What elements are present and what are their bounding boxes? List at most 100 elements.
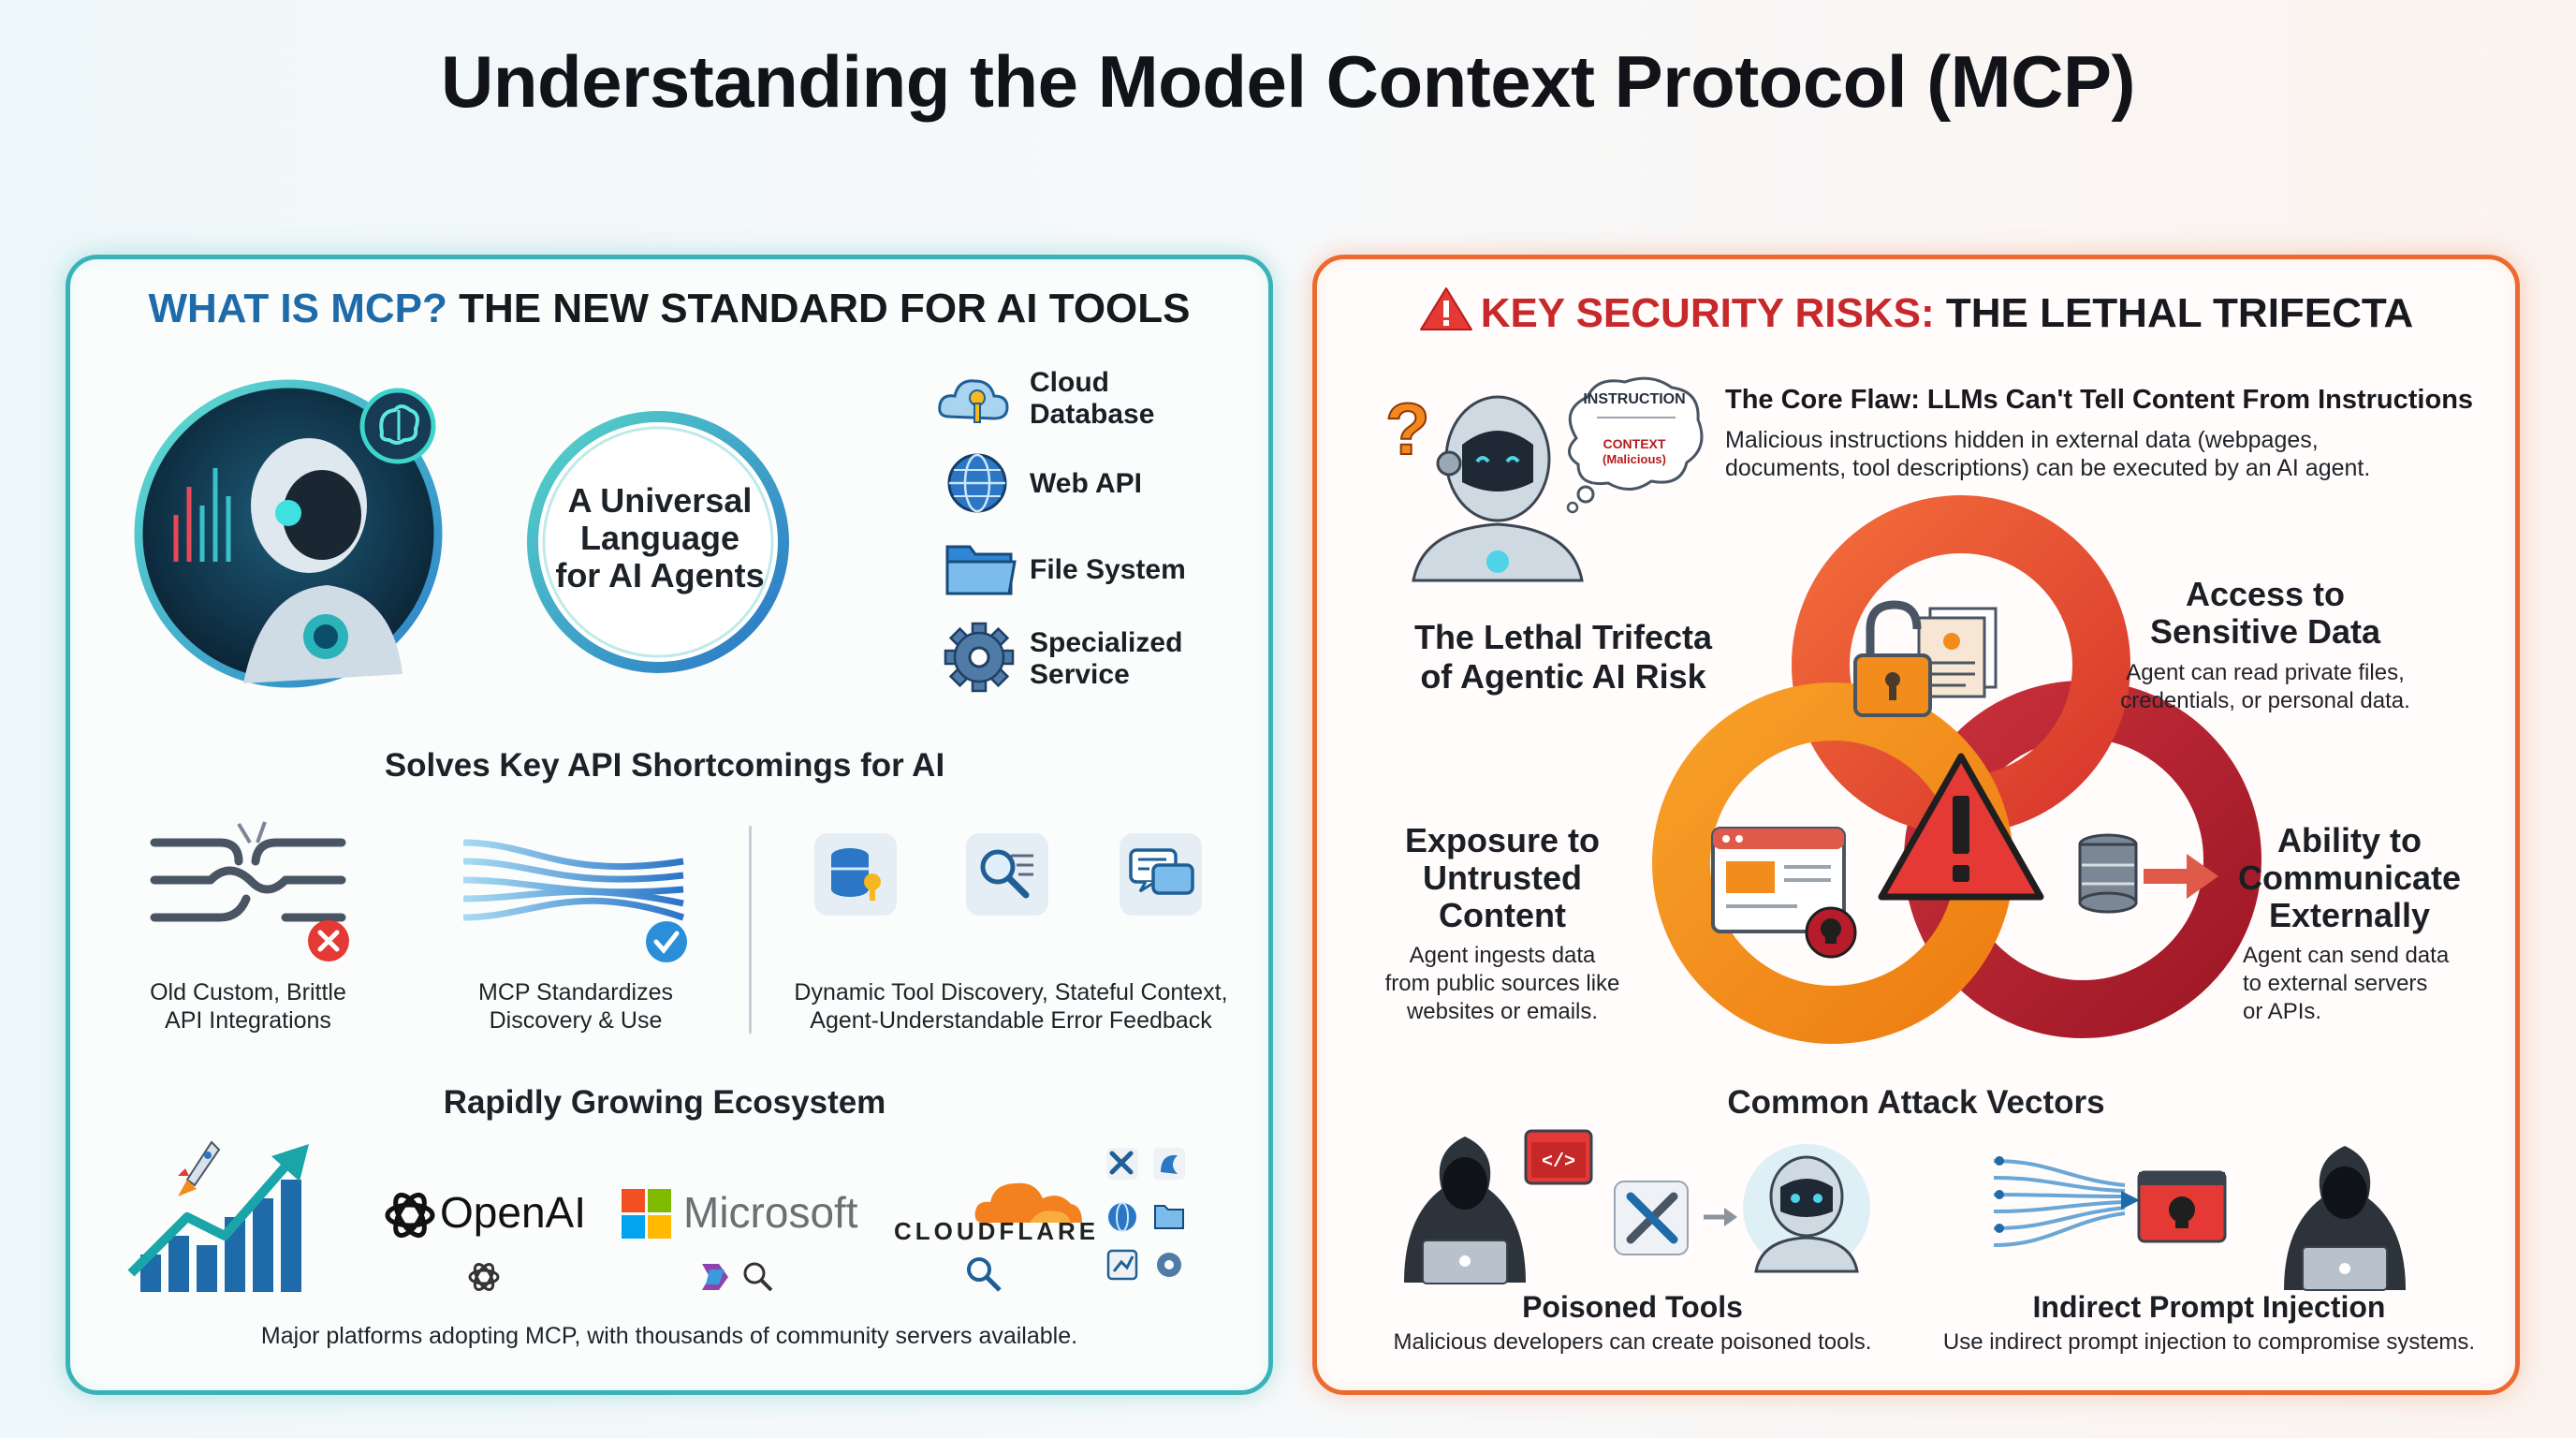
communicate-text-line: or APIs. [2243,999,2322,1024]
hacker-icon [2284,1146,2406,1291]
communicate-text-line: to external servers [2243,971,2428,996]
data-stream-icon [1993,1159,2126,1247]
thought-bubble [1566,376,1704,514]
universal-language-hub [527,411,789,673]
code-window-icon: </> [1524,1129,1593,1185]
service-label-line: File System [1030,554,1186,585]
exposure-text-line: from public sources like [1384,971,1620,996]
target-robot-icon [1743,1144,1870,1273]
service-label-line: Cloud [1030,367,1109,398]
lethal-trifecta-diagram [1652,495,2261,1044]
shortcoming-mcp-caption: MCP Standardizes Discovery & Use [440,978,711,1034]
access-text-line: credentials, or personal data. [2120,688,2410,713]
svg-text:?: ? [1385,388,1430,470]
openai-logo-icon [385,1193,435,1238]
access-title-line: Sensitive Data [2149,612,2381,651]
service-cloud-database-label: Cloud Database [1030,367,1154,431]
trifecta-label-line: of Agentic AI Risk [1420,657,1706,696]
core-flaw-line: documents, tool descriptions) can be exe… [1725,455,2371,481]
core-flaw-line: Malicious instructions hidden in externa… [1725,427,2319,453]
microsoft-logo-text: Microsoft [683,1188,858,1237]
folder-icon [945,545,1017,595]
ecosystem-caption: Major platforms adopting MCP, with thous… [260,1323,1078,1349]
caption-line: MCP Standardizes [478,979,673,1005]
poisoned-tools-text: Malicious developers can create poisoned… [1393,1329,1872,1355]
service-file-system-label: File System [1030,554,1186,586]
access-text-line: Agent can read private files, [2126,660,2405,685]
openai-small-icon [468,1263,500,1291]
robot-illustration [134,379,443,688]
brain-icon [359,388,436,464]
hub-text-line: Language [579,519,739,557]
left-heading-rest: THE NEW STANDARD FOR AI TOOLS [459,286,1191,331]
openai-logo-text: OpenAI [440,1188,586,1237]
padlock-files-icon [1853,600,1998,717]
right-panel-heading: KEY SECURITY RISKS: THE LETHAL TRIFECTA [1312,286,2520,337]
globe-icon [947,453,1007,513]
core-flaw-text: Malicious instructions hidden in externa… [1725,426,2370,482]
search-document-icon [966,833,1048,916]
bubble-context: CONTEXT [1603,436,1666,451]
broken-integrations-icon [150,821,349,961]
service-label-line: Database [1030,399,1155,430]
communicate-externally-text: Agent can send data to external servers … [2243,942,2477,1026]
caption-line: Discovery & Use [489,1007,663,1034]
svg-text:</>: </> [1542,1152,1575,1173]
cloudflare-logo-text: CLOUDFLARE [894,1217,1100,1245]
shortcoming-features-caption: Dynamic Tool Discovery, Stateful Context… [749,978,1273,1034]
prompt-injection-title: Indirect Prompt Injection [2032,1290,2386,1324]
caption-line: Agent-Understandable Error Feedback [810,1007,1212,1034]
caption-line: API Integrations [165,1007,331,1034]
poisoned-tools-title: Poisoned Tools [1522,1290,1743,1324]
microsoft-logo-icon [622,1189,671,1239]
communicate-title-line: Communicate [2237,858,2462,897]
core-flaw-title: The Core Flaw: LLMs Can't Tell Content F… [1725,385,2474,415]
warning-icon [1419,287,1472,330]
caption-line: Dynamic Tool Discovery, Stateful Context… [794,979,1228,1005]
access-sensitive-data-title: Access to Sensitive Data [2078,576,2452,651]
attack-vectors-heading: Common Attack Vectors [1727,1084,2105,1121]
cloudflare-logo-icon [974,1182,1082,1223]
growth-chart-icon [127,1140,309,1292]
poisoned-tools-illustration: </> [1404,1129,1870,1284]
database-key-icon [814,833,897,916]
ecosystem-heading: Rapidly Growing Ecosystem [443,1084,886,1121]
prompt-injection-illustration [1993,1146,2406,1291]
bubble-malicious: (Malicious) [1603,452,1666,466]
exposure-untrusted-title: Exposure to Untrusted Content [1329,822,1676,934]
service-label-line: Specialized [1030,627,1183,658]
bubble-instruction: INSTRUCTION [1583,391,1686,407]
service-label-line: Web API [1030,468,1143,499]
service-label-line: Service [1030,659,1130,690]
chat-feedback-icon [1120,833,1202,916]
exposure-title-line: Untrusted [1423,858,1582,897]
communicate-externally-title: Ability to Communicate Externally [2209,822,2490,934]
standardized-flow-icon [462,839,687,962]
exposure-title-line: Exposure to [1404,821,1601,859]
communicate-title-line: Externally [2268,896,2431,934]
caption-line: Old Custom, Brittle [150,979,346,1005]
exposure-title-line: Content [1439,896,1566,934]
search-small-icon [967,1257,1002,1292]
community-server-icons [1106,1148,1185,1281]
malicious-webpage-icon [1711,827,1857,959]
trifecta-label-line: The Lethal Trifecta [1413,618,1713,656]
right-heading-accent: KEY SECURITY RISKS: [1480,290,1935,336]
hacker-icon [1404,1137,1526,1284]
confused-robot-illustration: ? [1384,387,1584,582]
exposure-text-line: websites or emails. [1406,999,1599,1024]
copilot-search-icons [702,1262,773,1292]
hub-text: A Universal Language for AI Agents [538,482,782,594]
page-title: Understanding the Model Context Protocol… [441,40,2135,123]
shortcomings-heading: Solves Key API Shortcomings for AI [384,747,945,784]
right-heading-rest: THE LETHAL TRIFECTA [1945,290,2414,336]
left-heading-accent: WHAT IS MCP? [148,286,447,331]
hub-text-line: for AI Agents [555,556,765,594]
skull-window-icon [2137,1170,2227,1243]
shortcoming-old-caption: Old Custom, Brittle API Integrations [112,978,384,1034]
communicate-text-line: Agent can send data [2243,943,2450,968]
service-web-api-label: Web API [1030,468,1142,500]
exposure-text-line: Agent ingests data [1409,943,1596,968]
cloud-database-icon [938,379,1009,423]
tools-icon [1614,1181,1689,1255]
